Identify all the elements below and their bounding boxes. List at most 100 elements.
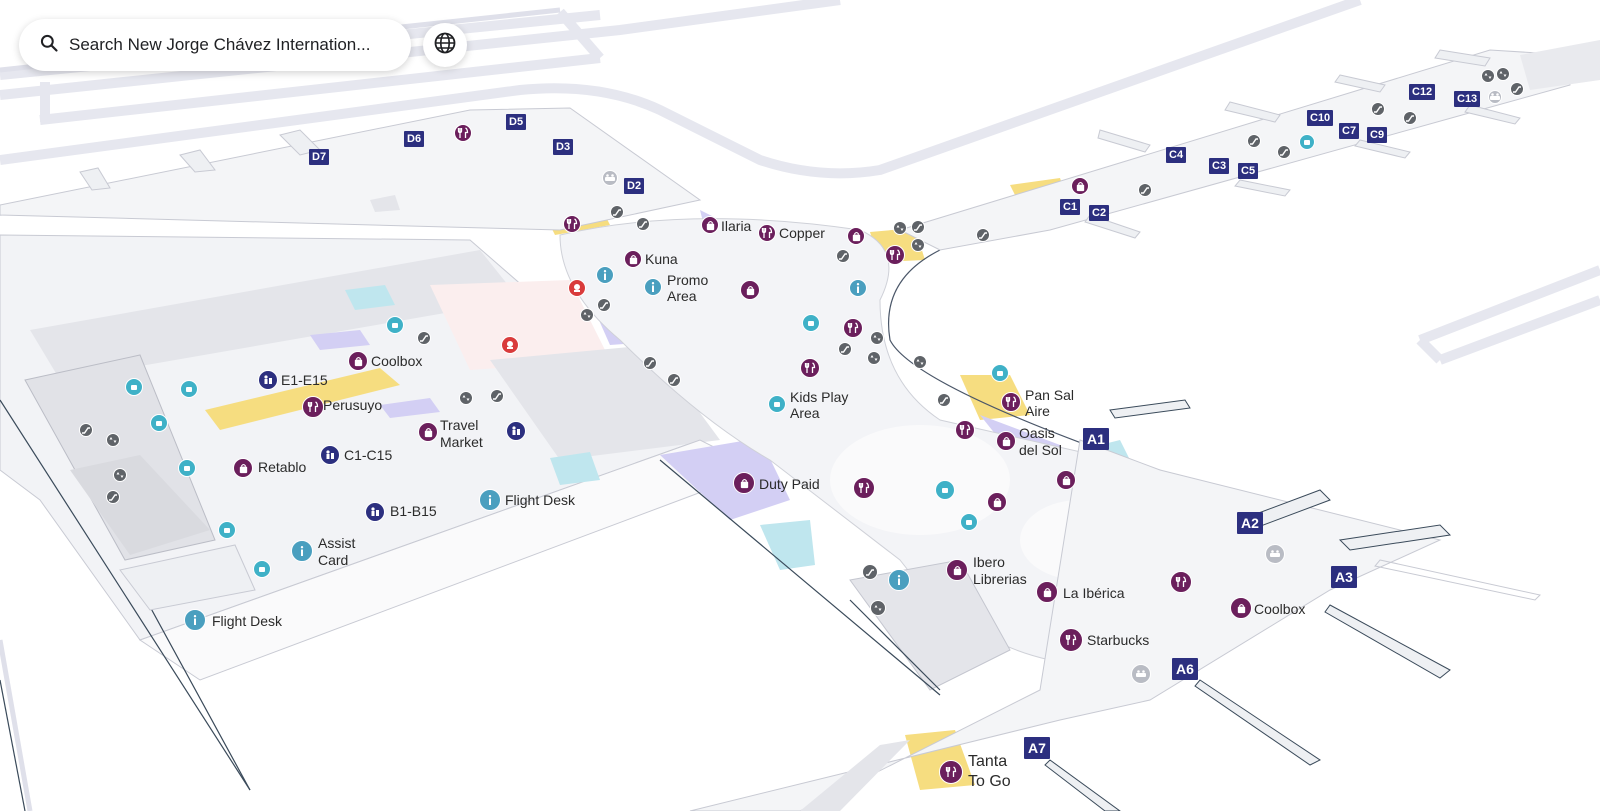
label-travel-market-2[interactable]: Market <box>440 434 483 450</box>
info-icon[interactable] <box>849 279 867 297</box>
escalator-icon[interactable] <box>417 331 431 345</box>
shopping-bag-icon[interactable] <box>233 458 253 478</box>
elevator-icon[interactable] <box>867 351 881 365</box>
escalator-icon[interactable] <box>106 490 120 504</box>
gates-directory-icon[interactable] <box>320 445 340 465</box>
restaurant-icon[interactable] <box>758 224 776 242</box>
escalator-icon[interactable] <box>643 356 657 370</box>
shopping-bag-icon[interactable] <box>987 492 1007 512</box>
gate-d3[interactable]: D3 <box>553 139 574 155</box>
label-la-iberica[interactable]: La Ibérica <box>1063 585 1125 601</box>
restaurant-icon[interactable] <box>939 760 963 784</box>
label-oasis-1[interactable]: Oasis <box>1019 425 1055 441</box>
restaurant-icon[interactable] <box>563 215 581 233</box>
gate-a6[interactable]: A6 <box>1172 658 1198 680</box>
info-icon[interactable] <box>888 569 910 591</box>
service-icon[interactable] <box>802 314 820 332</box>
escalator-icon[interactable] <box>1403 111 1417 125</box>
service-icon[interactable] <box>991 364 1009 382</box>
escalator-icon[interactable] <box>1247 134 1261 148</box>
gate-d7[interactable]: D7 <box>309 149 330 165</box>
escalator-icon[interactable] <box>79 423 93 437</box>
gate-c2[interactable]: C2 <box>1089 205 1110 221</box>
label-kuna[interactable]: Kuna <box>645 251 678 267</box>
restaurant-icon[interactable] <box>853 477 875 499</box>
label-retablo[interactable]: Retablo <box>258 459 307 475</box>
restaurant-icon[interactable] <box>843 318 863 338</box>
shopping-bag-icon[interactable] <box>701 216 719 234</box>
label-ibero-2[interactable]: Librerias <box>973 571 1027 587</box>
security-icon[interactable] <box>568 279 586 297</box>
label-flight-desk-center[interactable]: Flight Desk <box>505 492 576 508</box>
label-tanta-2[interactable]: To Go <box>968 773 1011 790</box>
service-icon[interactable] <box>935 480 955 500</box>
restaurant-icon[interactable] <box>1059 628 1083 652</box>
shopping-bag-icon[interactable] <box>733 472 755 494</box>
gate-d5[interactable]: D5 <box>506 114 527 130</box>
elevator-icon[interactable] <box>106 433 120 447</box>
elevator-icon[interactable] <box>1481 69 1495 83</box>
elevator-icon[interactable] <box>911 238 925 252</box>
label-ilaria[interactable]: Ilaria <box>721 218 752 234</box>
elevator-icon[interactable] <box>113 468 127 482</box>
label-coolbox-west[interactable]: Coolbox <box>371 353 423 369</box>
info-icon[interactable] <box>644 278 662 296</box>
elevator-icon[interactable] <box>893 221 907 235</box>
service-icon[interactable] <box>125 378 143 396</box>
shopping-bag-icon[interactable] <box>740 280 760 300</box>
search-bar[interactable] <box>19 19 411 71</box>
restaurant-icon[interactable] <box>1001 392 1021 412</box>
label-coolbox-east[interactable]: Coolbox <box>1254 601 1306 617</box>
shopping-bag-icon[interactable] <box>1230 597 1252 619</box>
shopping-bag-icon[interactable] <box>418 422 438 442</box>
gate-c13[interactable]: C13 <box>1454 91 1481 107</box>
elevator-icon[interactable] <box>459 391 473 405</box>
escalator-icon[interactable] <box>937 393 951 407</box>
label-perusuyo[interactable]: Perusuyo <box>323 397 383 413</box>
security-icon[interactable] <box>501 336 519 354</box>
service-icon[interactable] <box>253 560 271 578</box>
label-promo-area-2[interactable]: Area <box>667 288 697 304</box>
label-b-gates[interactable]: B1-B15 <box>390 503 437 519</box>
shopping-bag-icon[interactable] <box>348 351 368 371</box>
lounge-icon[interactable] <box>1131 664 1151 684</box>
service-icon[interactable] <box>218 521 236 539</box>
info-icon[interactable] <box>596 266 614 284</box>
gate-c4[interactable]: C4 <box>1166 147 1187 163</box>
service-icon[interactable] <box>178 459 196 477</box>
escalator-icon[interactable] <box>862 564 878 580</box>
escalator-icon[interactable] <box>836 249 850 263</box>
shopping-bag-icon[interactable] <box>847 227 865 245</box>
elevator-icon[interactable] <box>870 331 884 345</box>
lounge-icon[interactable] <box>1265 544 1285 564</box>
label-assist-card-2[interactable]: Card <box>318 552 349 568</box>
label-c-gates[interactable]: C1-C15 <box>344 447 393 463</box>
gate-c7[interactable]: C7 <box>1339 123 1360 139</box>
label-tanta-1[interactable]: Tanta <box>968 753 1008 770</box>
label-e-gates[interactable]: E1-E15 <box>281 372 328 388</box>
restaurant-icon[interactable] <box>1170 571 1192 593</box>
escalator-icon[interactable] <box>1138 183 1152 197</box>
shopping-bag-icon[interactable] <box>1036 581 1058 603</box>
escalator-icon[interactable] <box>636 217 650 231</box>
gate-a2[interactable]: A2 <box>1237 512 1263 534</box>
label-pan-sal-aire-2[interactable]: Aire <box>1025 403 1050 419</box>
restaurant-icon[interactable] <box>955 420 975 440</box>
restaurant-icon[interactable] <box>800 358 820 378</box>
gate-a1[interactable]: A1 <box>1083 428 1109 450</box>
label-copper[interactable]: Copper <box>779 225 825 241</box>
gates-directory-icon[interactable] <box>258 370 278 390</box>
label-kids-play-2[interactable]: Area <box>790 405 820 421</box>
escalator-icon[interactable] <box>1510 82 1524 96</box>
gates-directory-icon[interactable] <box>365 502 385 522</box>
label-pan-sal-aire-1[interactable]: Pan Sal <box>1025 387 1075 403</box>
language-button[interactable] <box>423 23 467 67</box>
service-icon[interactable] <box>768 395 786 413</box>
restaurant-icon[interactable] <box>302 396 324 418</box>
gate-c10[interactable]: C10 <box>1307 110 1334 126</box>
restaurant-icon[interactable] <box>885 245 905 265</box>
service-icon[interactable] <box>960 513 978 531</box>
lounge-icon[interactable] <box>1488 90 1502 104</box>
service-icon[interactable] <box>180 380 198 398</box>
